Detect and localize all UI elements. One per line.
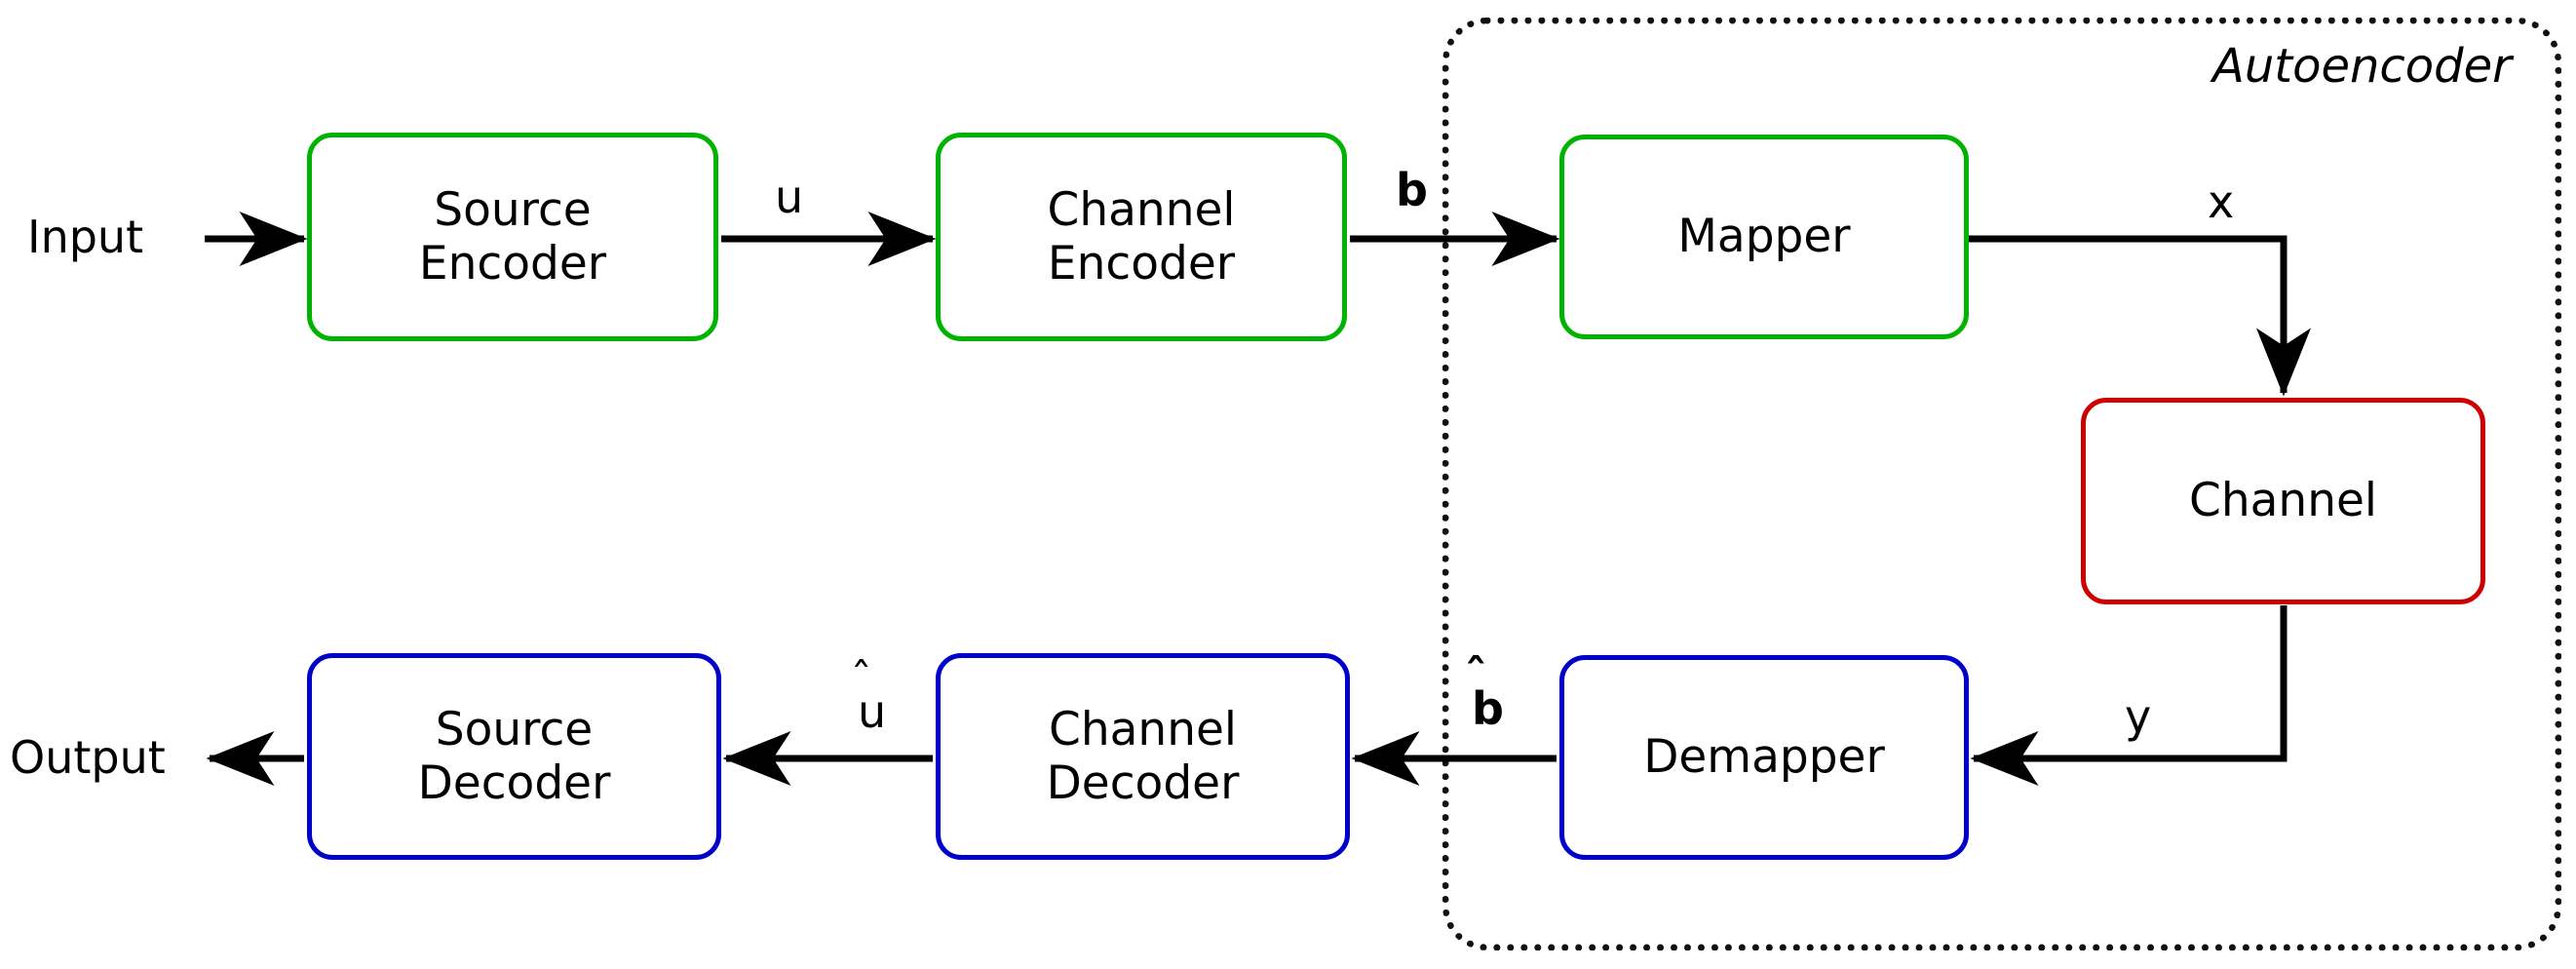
- block-demapper-label: Demapper: [1643, 730, 1885, 785]
- block-channel-decoder[interactable]: Channel Decoder: [936, 653, 1350, 860]
- signal-label-u-hat-base: u: [858, 685, 887, 738]
- signal-label-u: u: [775, 171, 804, 223]
- block-channel-label: Channel: [2189, 474, 2377, 528]
- signal-label-b-hat-base: b: [1472, 682, 1504, 735]
- block-mapper-label: Mapper: [1677, 210, 1851, 264]
- block-channel[interactable]: Channel: [2081, 398, 2485, 604]
- block-channel-encoder[interactable]: Channel Encoder: [936, 133, 1347, 341]
- block-demapper[interactable]: Demapper: [1559, 655, 1969, 860]
- block-source-decoder[interactable]: Source Decoder: [307, 653, 721, 860]
- autoencoder-region: [1442, 18, 2561, 950]
- block-channel-decoder-label: Channel Decoder: [1046, 702, 1240, 810]
- block-channel-encoder-label: Channel Encoder: [1047, 182, 1236, 291]
- autoencoder-region-label: Autoencoder: [2212, 39, 2512, 94]
- signal-label-b: b: [1396, 164, 1428, 216]
- block-source-encoder[interactable]: Source Encoder: [307, 133, 718, 341]
- signal-label-x: x: [2208, 175, 2235, 228]
- block-source-encoder-label: Source Encoder: [418, 182, 607, 291]
- signal-label-b-hat: b ̂: [1472, 682, 1504, 735]
- block-source-decoder-label: Source Decoder: [417, 702, 611, 810]
- signal-label-y: y: [2125, 690, 2152, 743]
- signal-label-u-hat: u ̂: [858, 685, 886, 738]
- block-mapper[interactable]: Mapper: [1559, 135, 1969, 339]
- output-label: Output: [10, 731, 166, 784]
- input-label: Input: [27, 211, 144, 263]
